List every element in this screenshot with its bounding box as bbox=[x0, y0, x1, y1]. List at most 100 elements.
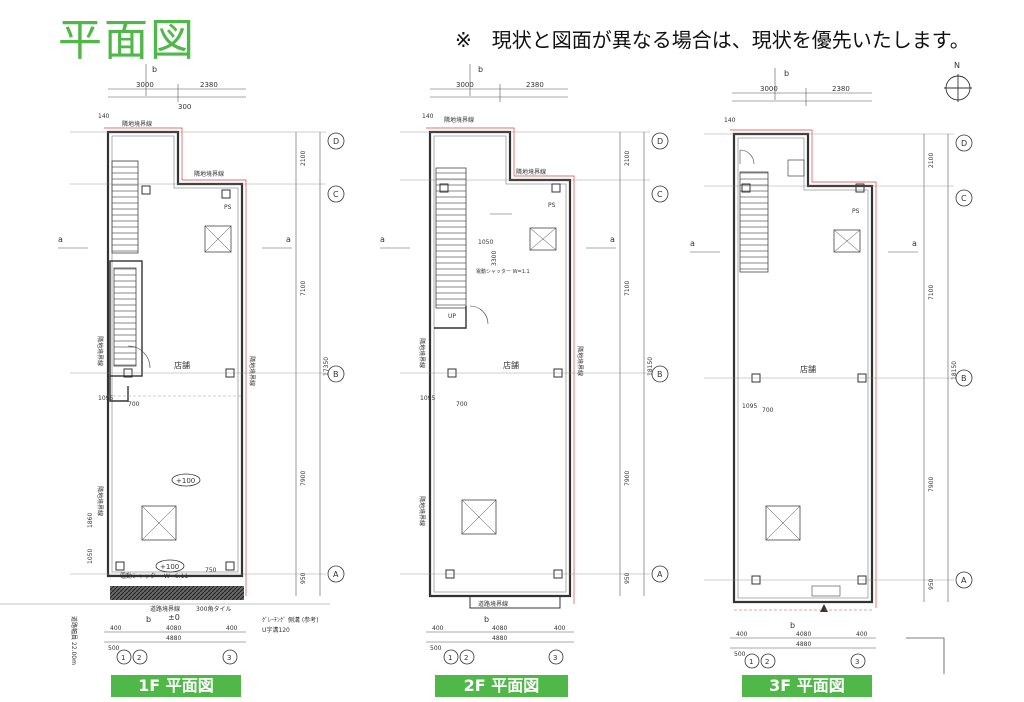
section-b-top-2f: b bbox=[478, 65, 483, 74]
boundary-1f-left2: 隣地境界線 bbox=[96, 486, 104, 516]
dim-1f-4080: 4080 bbox=[166, 625, 181, 632]
boundary-1f-c: 隣地境界線 bbox=[194, 170, 224, 178]
dim-3f-total: 18150 bbox=[951, 361, 958, 380]
room-label-3f: 店舗 bbox=[800, 364, 816, 374]
shutter-2f: 電動シャッター W=1.1 bbox=[476, 268, 530, 275]
dim-1f-3000: 3000 bbox=[136, 81, 154, 89]
grid-2f-col2: 2 bbox=[464, 654, 468, 662]
dim-3f-2380: 2380 bbox=[832, 85, 850, 93]
boundary-1f-right: 隣地境界線 bbox=[248, 356, 256, 386]
grid-3f-a: A bbox=[961, 576, 967, 585]
dim-2f-7100: 7100 bbox=[624, 281, 631, 296]
grid-2f-b: B bbox=[657, 370, 663, 379]
dim-2f-total: 18150 bbox=[647, 357, 654, 376]
dim-1f-7900: 7900 bbox=[300, 471, 307, 486]
north-label: N bbox=[954, 61, 960, 70]
grid-2f-col1: 1 bbox=[448, 654, 452, 662]
grid-3f-col1: 1 bbox=[749, 658, 753, 666]
section-a-right-2f: a bbox=[610, 235, 615, 244]
boundary-2f-left2: 隣地境界線 bbox=[418, 496, 426, 526]
ps-label-2f: PS bbox=[548, 202, 556, 209]
section-a-left-2f: a bbox=[380, 235, 385, 244]
grid-3f-c: C bbox=[961, 194, 967, 203]
dim-1f-500: 500 bbox=[108, 645, 120, 652]
dim-1f-750: 750 bbox=[205, 567, 217, 574]
floor-plan-sheet: 3000 2380 300 140 b PS 店舗 bbox=[0, 61, 973, 674]
section-a-right-1f: a bbox=[286, 235, 291, 244]
dim-3f-7900: 7900 bbox=[928, 477, 935, 492]
level-1f-a: +100 bbox=[176, 477, 195, 485]
boundary-2f-right: 隣地境界線 bbox=[576, 346, 584, 376]
dim-3f-400b: 400 bbox=[856, 631, 868, 638]
road-width-1f: 道路幅員 22.00m bbox=[70, 616, 78, 665]
dim-2f-700: 700 bbox=[456, 401, 468, 408]
grid-1f-c: C bbox=[333, 190, 339, 199]
dim-2f-140: 140 bbox=[422, 113, 434, 120]
dim-2f-4880: 4880 bbox=[492, 635, 507, 642]
dim-3f-400a: 400 bbox=[736, 631, 748, 638]
level-1f-b: +100 bbox=[160, 563, 179, 571]
dim-1f-1050: 1050 bbox=[87, 549, 94, 564]
dim-1f-2380: 2380 bbox=[200, 81, 218, 89]
grid-1f-col1: 1 bbox=[121, 654, 125, 662]
road-line-2f: 道路境界線 bbox=[478, 600, 508, 608]
section-a-right-3f: a bbox=[912, 239, 917, 248]
dim-1f-2100: 2100 bbox=[300, 151, 307, 166]
dim-1f-300: 300 bbox=[178, 103, 191, 111]
boundary-2f-left: 隣地境界線 bbox=[418, 338, 426, 368]
dim-2f-3300: 3300 bbox=[491, 251, 498, 266]
grid-2f-c: C bbox=[657, 190, 663, 199]
grid-2f-d: D bbox=[657, 137, 663, 146]
boundary-2f-c: 隣地境界線 bbox=[516, 168, 546, 176]
grid-2f-a: A bbox=[657, 570, 663, 579]
dim-3f-7100: 7100 bbox=[928, 285, 935, 300]
dim-3f-140: 140 bbox=[724, 117, 736, 124]
boundary-1f-top: 隣地境界線 bbox=[122, 120, 152, 128]
dim-2f-950: 950 bbox=[624, 572, 631, 584]
section-b-bottom-3f: b bbox=[790, 621, 795, 630]
grid-1f-d: D bbox=[333, 137, 339, 146]
dim-2f-400b: 400 bbox=[554, 625, 566, 632]
drain-1f: ｸﾞﾚｰﾁﾝｸﾞ 側溝 (参考) bbox=[262, 616, 319, 624]
grid-2f-col3: 3 bbox=[553, 654, 557, 662]
section-b-bottom-1f: b bbox=[146, 615, 151, 624]
u-gutter-1f: U字溝120 bbox=[262, 626, 290, 634]
grid-3f-b: B bbox=[961, 374, 967, 383]
plan-2f: 3000 2380 140 b UP 1050 3300 電動シャッター W=1… bbox=[380, 64, 669, 665]
dim-1f-7100: 7100 bbox=[300, 281, 307, 296]
room-label-1f: 店舗 bbox=[174, 360, 190, 370]
grid-1f-col3: 3 bbox=[227, 654, 231, 662]
dim-1f-400b: 400 bbox=[226, 625, 238, 632]
up-label-2f: UP bbox=[448, 313, 456, 320]
floor-label-1f: 1F 平面図 bbox=[111, 675, 241, 697]
dim-3f-1095: 1095 bbox=[742, 403, 757, 410]
dim-3f-3000: 3000 bbox=[760, 85, 778, 93]
level-1f-c: ±0 bbox=[168, 613, 180, 622]
grid-1f-b: B bbox=[333, 370, 339, 379]
dim-1f-700: 700 bbox=[128, 401, 140, 408]
boundary-2f-top: 隣地境界線 bbox=[444, 116, 474, 124]
dim-1f-140: 140 bbox=[98, 113, 110, 120]
dim-2f-2380: 2380 bbox=[526, 81, 544, 89]
plan-1f: 3000 2380 300 140 b PS 店舗 bbox=[0, 64, 345, 665]
dim-1f-950: 950 bbox=[300, 572, 307, 584]
dim-3f-700: 700 bbox=[762, 407, 774, 414]
dim-1f-total: 17350 bbox=[323, 357, 330, 376]
grid-1f-col2: 2 bbox=[137, 654, 141, 662]
road-line-1f: 道路境界線 bbox=[150, 605, 180, 613]
ps-label-1f: PS bbox=[224, 204, 232, 211]
ps-label-3f: PS bbox=[852, 208, 860, 215]
plan-3f: 3000 2380 140 b N PS 店舗 1095 700 bbox=[690, 61, 973, 674]
boundary-1f-left: 隣地境界線 bbox=[96, 336, 104, 366]
grid-3f-col3: 3 bbox=[855, 658, 859, 666]
dim-1f-4880: 4880 bbox=[166, 635, 181, 642]
grid-3f-d: D bbox=[961, 139, 967, 148]
dim-3f-950: 950 bbox=[928, 578, 935, 590]
tile-1f: 300角タイル bbox=[196, 605, 231, 613]
dim-2f-7900: 7900 bbox=[624, 471, 631, 486]
section-b-bottom-2f: b bbox=[484, 615, 489, 624]
dim-2f-500: 500 bbox=[430, 645, 442, 652]
shutter-1f: 電動シャッター W=6.11 bbox=[120, 572, 188, 580]
dim-2f-400a: 400 bbox=[432, 625, 444, 632]
dim-3f-2100: 2100 bbox=[928, 153, 935, 168]
